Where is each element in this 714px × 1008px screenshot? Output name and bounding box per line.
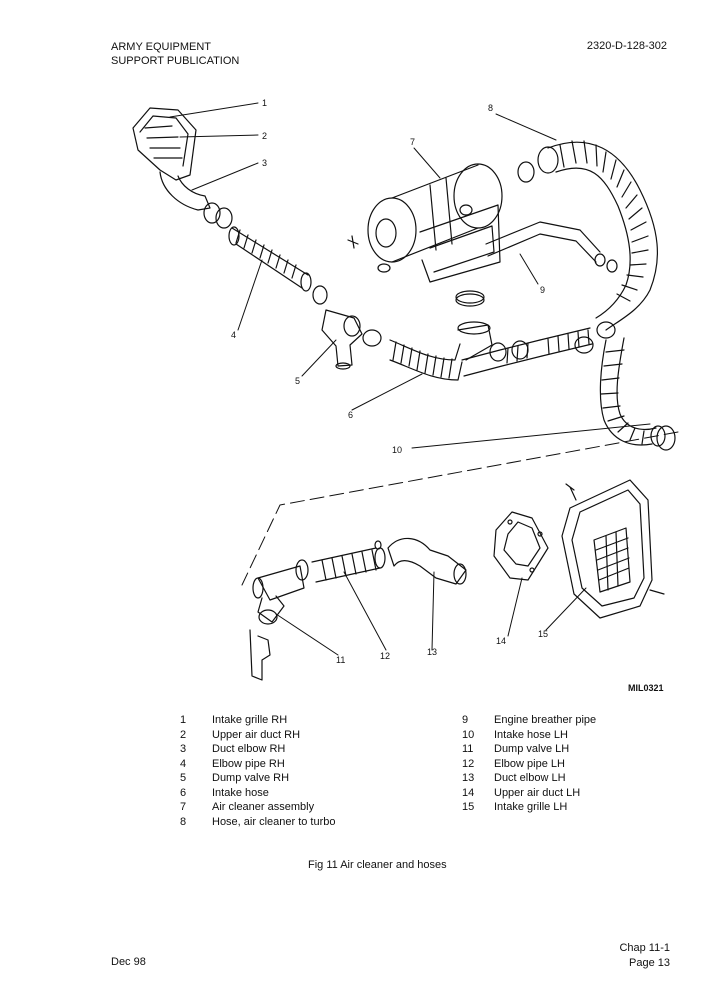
footer-page: Page 13: [629, 956, 670, 969]
engine-breather-pipe: [485, 221, 618, 273]
legend-label: Intake grille LH: [494, 801, 568, 813]
legend-num: 11: [462, 743, 474, 755]
legend-row: 13 Duct elbow LH: [462, 771, 596, 786]
legend-num: 12: [462, 757, 475, 770]
legend-num: 4: [180, 757, 187, 770]
elbow-pipe-lh: [295, 540, 386, 583]
legend-row: 3 Duct elbow RH: [180, 742, 336, 757]
legend-row: 9 Engine breather pipe: [462, 713, 596, 728]
intake-hose-lh: [599, 337, 676, 451]
footer-chapter: Chap 11-1: [619, 942, 670, 954]
callout-2: 2: [262, 131, 267, 141]
callout-6: 6: [348, 410, 353, 420]
callout-5: 5: [295, 376, 300, 386]
legend-row: 7 Air cleaner assembly: [180, 800, 336, 815]
legend-label: Dump valve RH: [212, 772, 290, 784]
dump-valve-lh: [249, 565, 305, 681]
callout-labels: 1 2 3 4 5 6 7 8 9 10 11 12 13 14 15: [231, 98, 548, 665]
figure-code: MIL0321: [628, 683, 664, 693]
figure-caption: Fig 11 Air cleaner and hoses: [308, 859, 447, 871]
callout-9: 9: [540, 285, 545, 295]
callout-4: 4: [231, 330, 236, 340]
leader-lines: [169, 102, 651, 656]
callout-12: 12: [380, 651, 390, 661]
duct-elbow-lh: [387, 537, 467, 585]
legend-num: 14: [462, 786, 475, 799]
legend-row: 15 Intake grille LH: [462, 800, 596, 815]
legend-label: Intake hose: [212, 786, 269, 799]
legend-label: Intake grille RH: [212, 714, 288, 726]
legend-row: 11 Dump valve LH: [462, 742, 596, 757]
legend-row: 10 Intake hose LH: [462, 728, 596, 743]
intake-hose: [389, 321, 616, 381]
elbow-pipe-rh: [228, 226, 328, 305]
header-org: ARMY EQUIPMENT SUPPORT PUBLICATION: [111, 40, 239, 68]
callout-1: 1: [262, 98, 267, 108]
callout-7: 7: [410, 137, 415, 147]
legend-label: Elbow pipe LH: [494, 757, 565, 770]
air-cleaner-assembly: [347, 163, 503, 307]
connector-line: [241, 431, 679, 586]
legend-row: 6 Intake hose: [180, 786, 336, 801]
legend-label: Intake hose LH: [494, 728, 568, 741]
exploded-diagram: 1 2 3 4 5 6 7 8 9 10 11 12 13 14 15: [132, 98, 679, 681]
legend-label: Engine breather pipe: [494, 714, 597, 726]
legend-row: 5 Dump valve RH: [180, 771, 336, 786]
legend-num: 8: [180, 815, 187, 828]
legend-row: 1 Intake grille RH: [180, 713, 336, 728]
duct-elbow-rh: [159, 171, 233, 229]
legend-label: Upper air duct LH: [494, 786, 581, 799]
upper-air-duct-lh: [493, 511, 549, 581]
legend-label: Dump valve LH: [494, 743, 570, 755]
callout-11: 11: [336, 655, 345, 665]
legend-num: 7: [180, 801, 187, 813]
legend-label: Air cleaner assembly: [212, 801, 315, 813]
callout-15: 15: [538, 629, 548, 639]
legend-label: Duct elbow RH: [212, 743, 286, 755]
callout-13: 13: [427, 647, 437, 657]
header-org-line1: ARMY EQUIPMENT: [111, 41, 212, 53]
legend-num: 3: [180, 743, 187, 755]
intake-grille-rh: [132, 107, 197, 181]
legend-num: 2: [180, 728, 187, 741]
legend-label: Duct elbow LH: [494, 772, 566, 784]
legend-right: 9 Engine breather pipe 10 Intake hose LH 1…: [462, 713, 596, 815]
legend-num: 10: [462, 728, 475, 741]
legend-label: Upper air duct RH: [212, 728, 301, 741]
legend-label: Hose, air cleaner to turbo: [212, 815, 336, 828]
footer-date: Dec 98: [111, 956, 146, 968]
legend-num: 1: [180, 714, 187, 726]
callout-8: 8: [488, 103, 493, 113]
legend-row: 14 Upper air duct LH: [462, 786, 596, 801]
callout-14: 14: [496, 636, 506, 646]
header-doc-number: 2320-D-128-302: [586, 40, 667, 52]
intake-grille-lh: [561, 479, 665, 619]
legend-num: 9: [462, 714, 469, 726]
callout-3: 3: [262, 158, 267, 168]
dump-valve-rh: [321, 309, 382, 370]
legend-num: 15: [462, 801, 475, 813]
legend-num: 6: [180, 786, 187, 799]
legend-row: 8 Hose, air cleaner to turbo: [180, 815, 336, 830]
legend-num: 5: [180, 772, 187, 784]
legend-row: 12 Elbow pipe LH: [462, 757, 596, 772]
legend-num: 13: [462, 772, 475, 784]
header-org-line2: SUPPORT PUBLICATION: [111, 55, 240, 67]
hose-air-cleaner-to-turbo: [517, 140, 658, 331]
legend-label: Elbow pipe RH: [212, 757, 285, 770]
legend-row: 2 Upper air duct RH: [180, 728, 336, 743]
footer-page-info: Chap 11-1 Page 13: [619, 941, 670, 970]
legend-row: 4 Elbow pipe RH: [180, 757, 336, 772]
callout-10: 10: [392, 445, 402, 455]
